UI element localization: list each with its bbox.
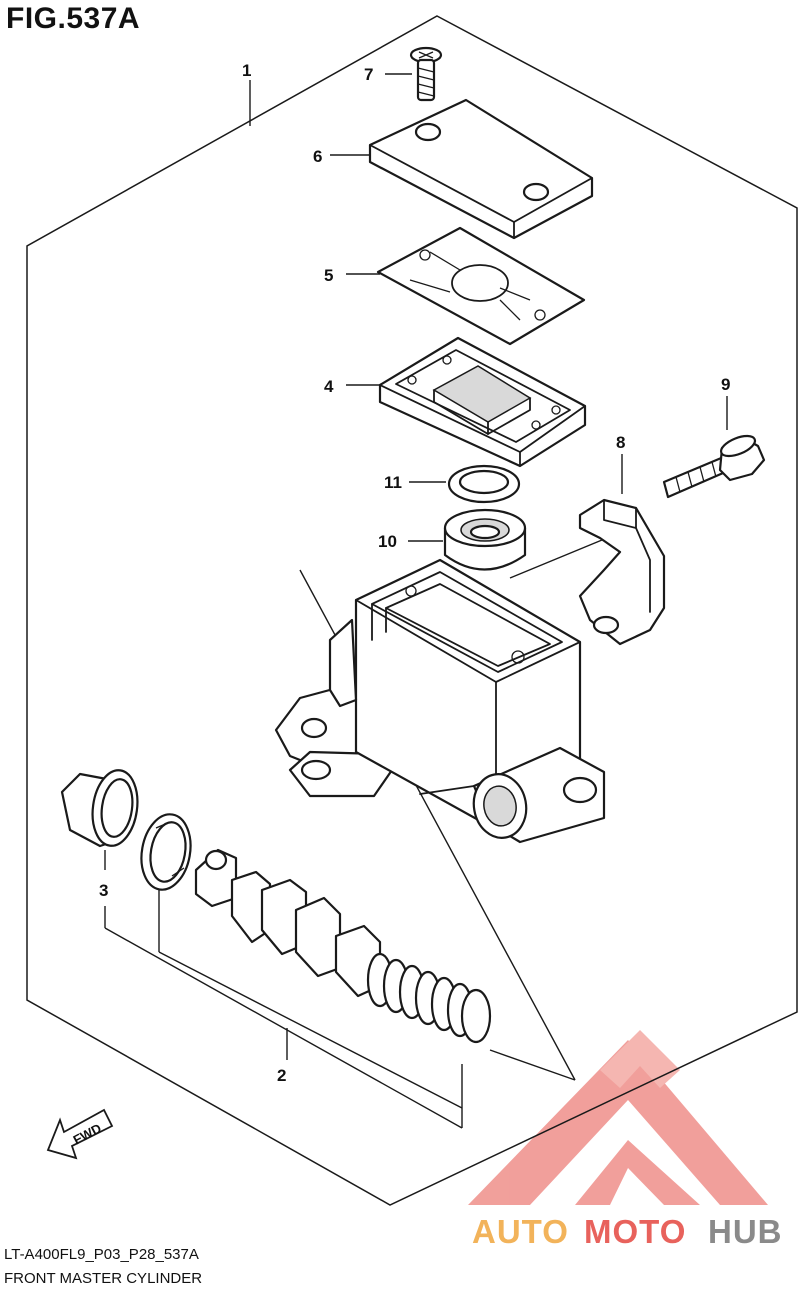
spring-coils <box>366 952 492 1044</box>
dust-boot <box>443 508 527 571</box>
callout-8: 8 <box>616 433 625 452</box>
watermark-part-auto: AUTO <box>472 1213 569 1250</box>
watermark-part-hub: HUB <box>708 1213 783 1250</box>
watermark-part-moto: MOTO <box>584 1213 686 1250</box>
diaphragm <box>378 336 587 468</box>
handlebar-clamp <box>578 498 666 646</box>
clamp-bolt <box>662 434 766 499</box>
callout-9: 9 <box>721 375 730 394</box>
callout-11: 11 <box>384 473 402 492</box>
piston-cup <box>60 769 139 848</box>
callout-2: 2 <box>277 1066 286 1085</box>
assembly-boundary <box>26 15 798 1206</box>
fwd-arrow-icon: FWD <box>46 1108 114 1160</box>
diaphragm-plate <box>376 226 586 346</box>
watermark-text: AUTO MOTO HUB <box>472 1213 783 1250</box>
callout-7: 7 <box>364 65 373 84</box>
piston-spring-assembly <box>194 848 492 1044</box>
callout-10: 10 <box>378 532 397 551</box>
figure-code: LT-A400FL9_P03_P28_537A <box>4 1246 199 1263</box>
snap-ring <box>140 813 192 891</box>
reservoir-cap <box>368 98 594 240</box>
callout-5: 5 <box>324 266 333 285</box>
o-ring <box>447 464 521 504</box>
callout-3: 3 <box>99 881 108 900</box>
master-cylinder-body <box>274 558 606 844</box>
fwd-label: FWD <box>71 1120 104 1147</box>
callout-6: 6 <box>313 147 322 166</box>
callout-4: 4 <box>324 377 334 396</box>
callout-1: 1 <box>242 61 251 80</box>
figure-title: FIG.537A <box>6 2 141 35</box>
watermark-logo <box>468 1030 768 1205</box>
figure-name: FRONT MASTER CYLINDER <box>4 1270 203 1287</box>
screw <box>409 46 443 102</box>
